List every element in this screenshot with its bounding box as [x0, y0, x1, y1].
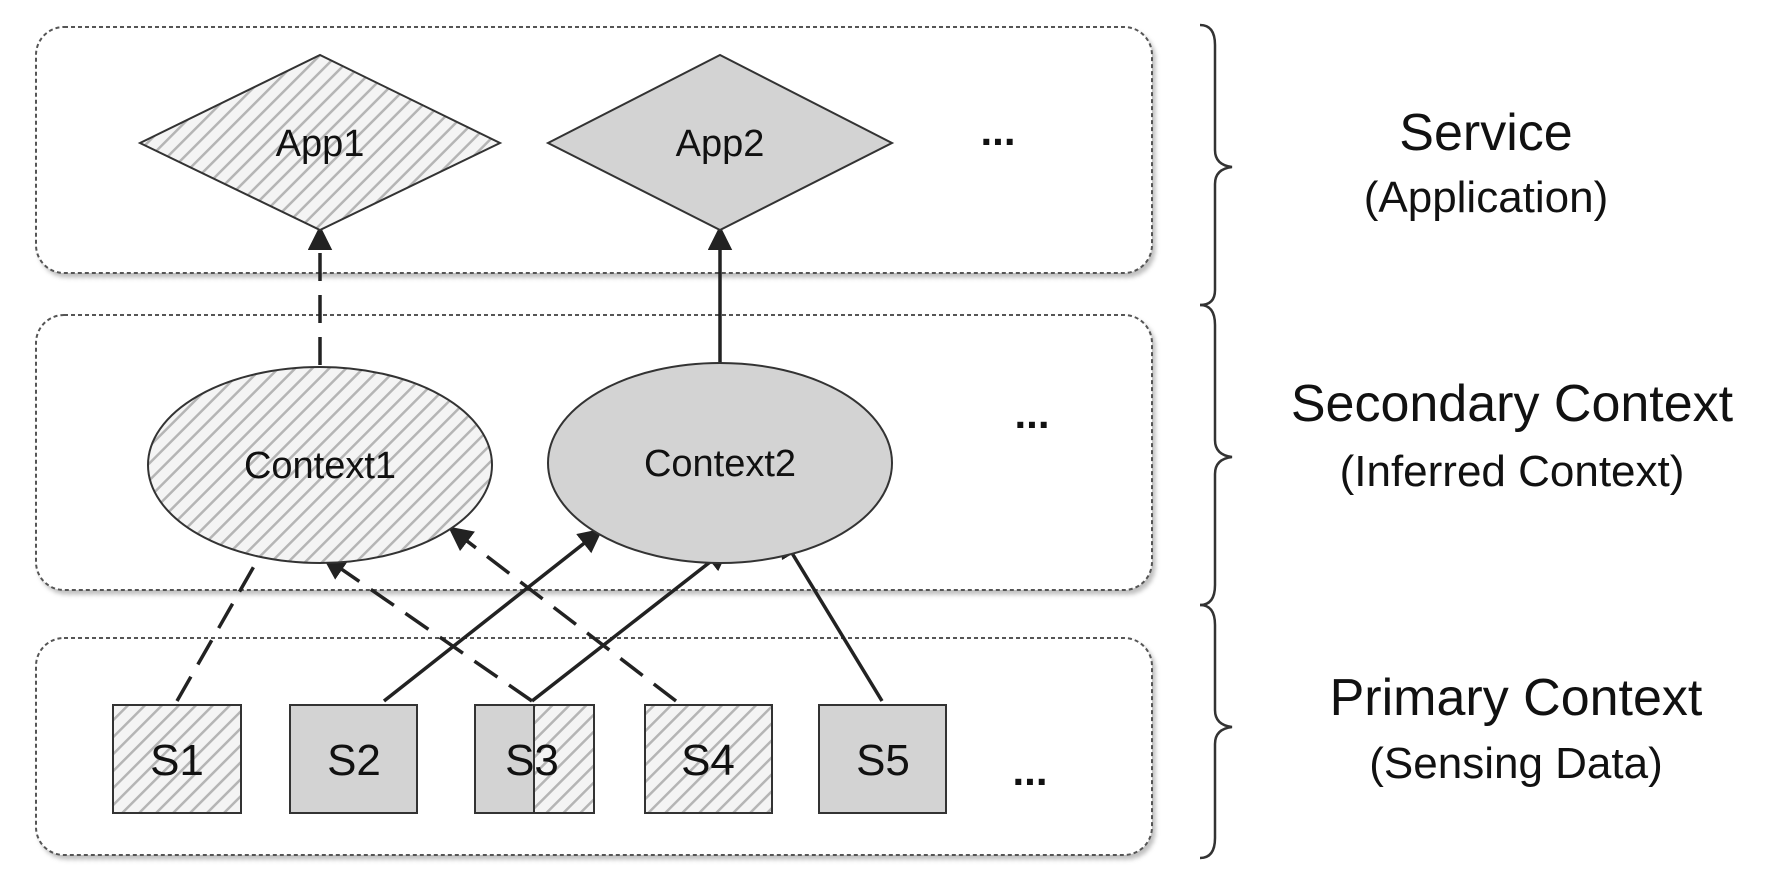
s3-label: S3 — [505, 736, 559, 785]
primary-title: Primary Context — [1330, 669, 1703, 727]
s1-node: S1 — [112, 704, 242, 814]
edge-s1-context1 — [175, 530, 275, 702]
edge-s3-context2 — [530, 546, 730, 703]
service-more-ellipsis: ... — [980, 107, 1015, 154]
primary-more-ellipsis: ... — [1012, 747, 1047, 794]
app1-label: App1 — [276, 123, 365, 165]
edge-s2-context2 — [382, 528, 603, 703]
context1-label: Context1 — [244, 445, 396, 487]
s4-label: S4 — [681, 736, 735, 785]
secondary-subtitle: (Inferred Context) — [1340, 447, 1685, 496]
app1-node: App1 — [137, 53, 503, 232]
s2-label: S2 — [327, 736, 381, 785]
s5-label: S5 — [856, 736, 910, 785]
s1-label: S1 — [150, 736, 204, 785]
primary-brace — [1199, 603, 1233, 860]
s3-node: S3 — [474, 704, 595, 814]
secondary-title: Secondary Context — [1291, 375, 1734, 433]
service-title: Service — [1399, 104, 1572, 162]
app2-label: App2 — [676, 123, 765, 165]
s4-node: S4 — [644, 704, 773, 814]
edges-group — [175, 225, 884, 703]
app2-node: App2 — [545, 53, 895, 232]
service-subtitle: (Application) — [1364, 173, 1609, 222]
edge-s3-context1 — [321, 555, 533, 703]
context1-node: Context1 — [147, 366, 493, 564]
s5-node: S5 — [818, 704, 947, 814]
edge-s5-context2 — [779, 532, 884, 702]
primary-subtitle: (Sensing Data) — [1369, 739, 1662, 788]
service-brace — [1199, 23, 1233, 307]
edge-s4-context1 — [448, 526, 678, 703]
secondary-brace — [1199, 303, 1233, 607]
context2-node: Context2 — [547, 362, 893, 564]
context2-label: Context2 — [644, 443, 796, 485]
s2-node: S2 — [289, 704, 418, 814]
secondary-more-ellipsis: ... — [1014, 390, 1049, 437]
